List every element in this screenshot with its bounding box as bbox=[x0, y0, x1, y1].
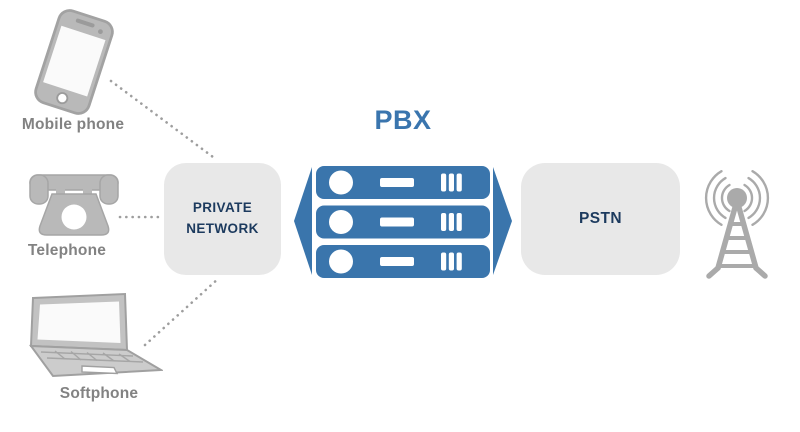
mobile-phone-icon bbox=[34, 9, 114, 115]
private-network-label: PRIVATE NETWORK bbox=[186, 200, 259, 236]
mobile-phone-label: Mobile phone bbox=[21, 116, 125, 133]
private-network-node: PRIVATE NETWORK bbox=[164, 163, 281, 275]
laptop-icon bbox=[28, 292, 163, 378]
server-rack-icon bbox=[316, 166, 490, 278]
radio-tower-icon bbox=[704, 170, 770, 279]
telephone-icon bbox=[29, 174, 119, 236]
softphone-label: Softphone bbox=[59, 385, 139, 402]
arrow-left-icon bbox=[294, 167, 312, 275]
pbx-title: PBX bbox=[374, 105, 432, 135]
telephone-label: Telephone bbox=[27, 242, 107, 259]
pstn-label: PSTN bbox=[579, 209, 622, 227]
arrow-right-icon bbox=[493, 167, 512, 275]
pstn-node: PSTN bbox=[521, 163, 680, 275]
